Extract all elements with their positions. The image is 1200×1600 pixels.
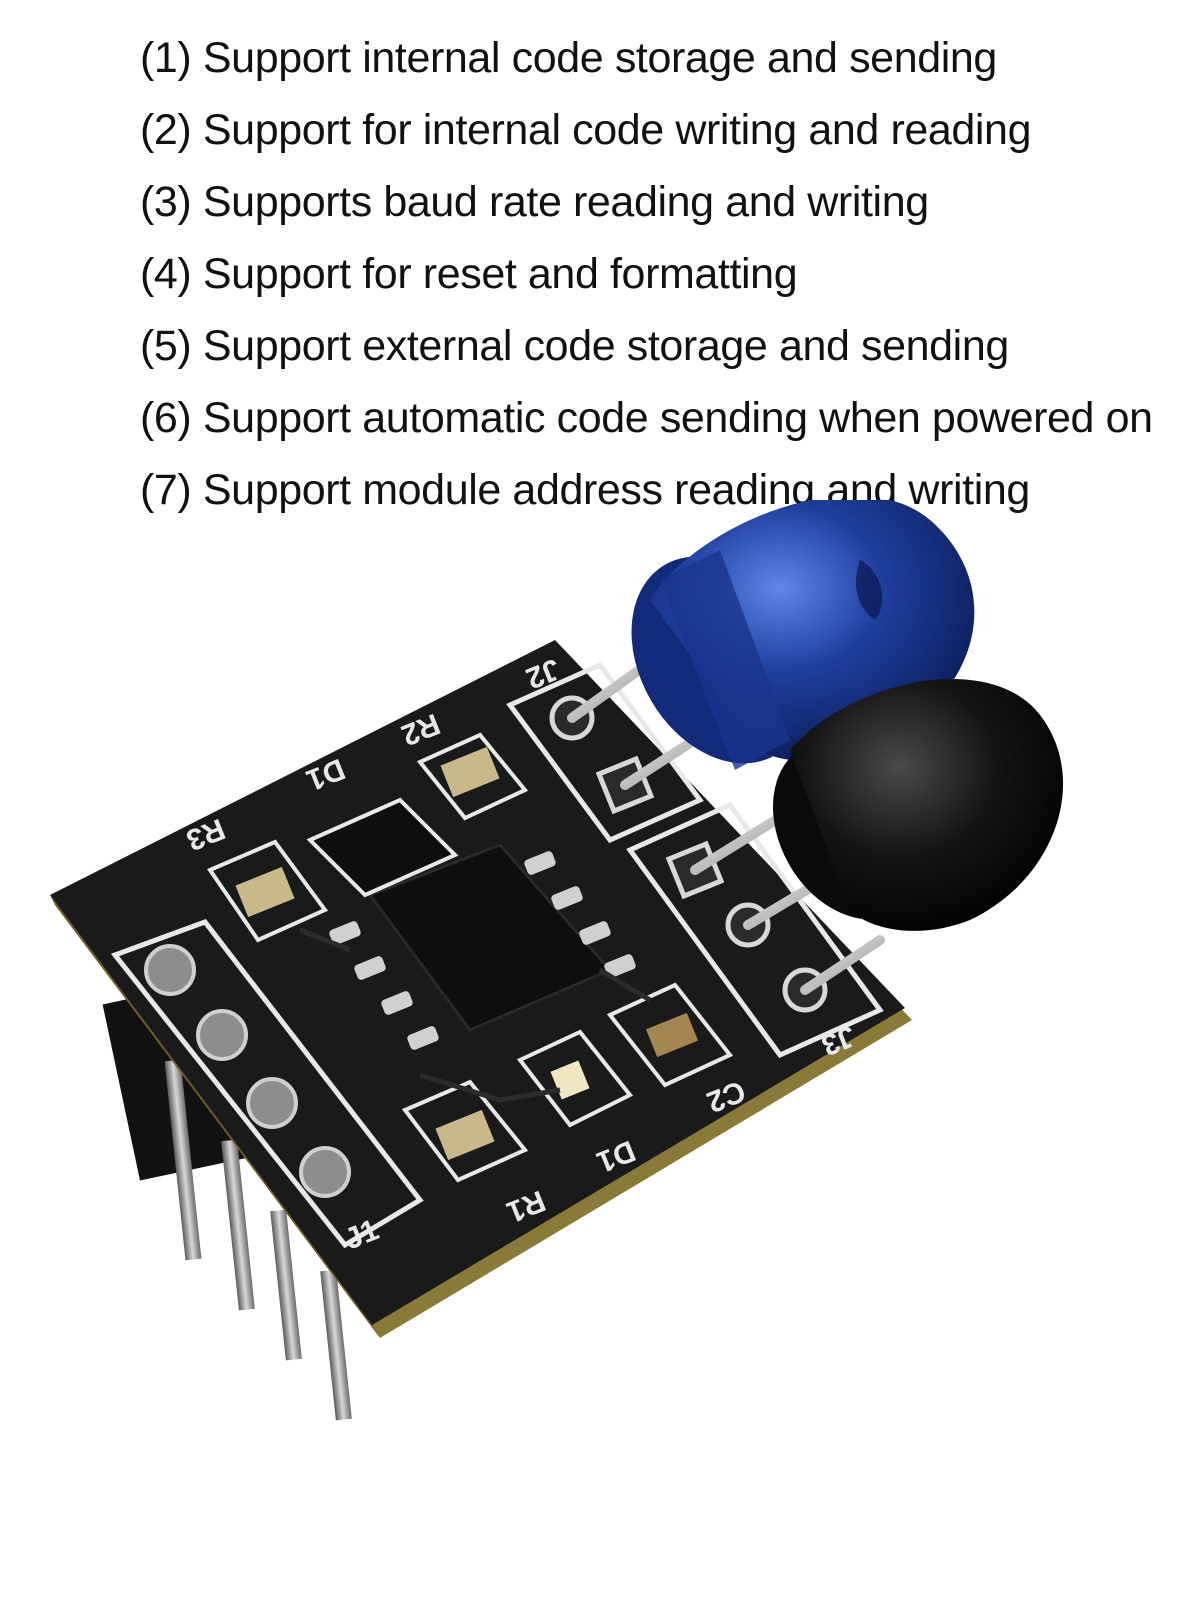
ir-module-photo: J2 R2 D1 R3 J1 R1 D1 C2 J3 [0, 500, 1200, 1600]
feature-item: (2) Support for internal code writing an… [140, 106, 1032, 154]
feature-item: (3) Supports baud rate reading and writi… [140, 178, 929, 226]
feature-item: (1) Support internal code storage and se… [140, 34, 997, 82]
feature-list: (1) Support internal code storage and se… [140, 22, 1153, 526]
feature-item: (6) Support automatic code sending when … [140, 394, 1153, 442]
ir-receiver-led [772, 679, 1064, 931]
feature-item: (4) Support for reset and formatting [140, 250, 798, 298]
feature-item: (5) Support external code storage and se… [140, 322, 1009, 370]
pcb-board [50, 640, 912, 1338]
